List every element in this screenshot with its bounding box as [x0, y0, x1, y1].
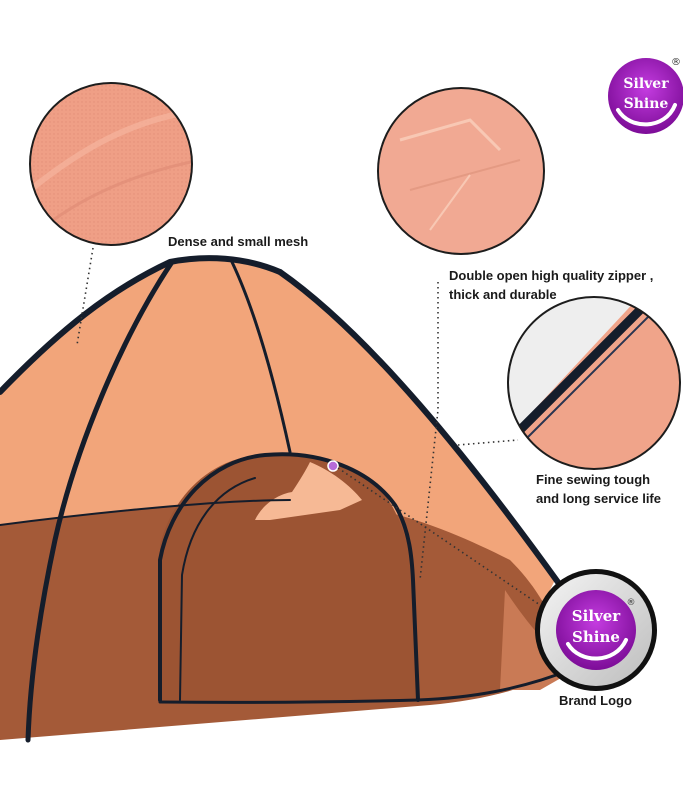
tent-floor-seam — [0, 499, 291, 526]
logo-detail-word1: Silver — [572, 607, 621, 625]
brand-logo-corner: Silver Shine ® — [608, 57, 683, 134]
tent-door-inner-edge — [179, 477, 256, 701]
zipper-callout-line2: thick and durable — [449, 287, 557, 302]
callout-line-sewing — [457, 439, 519, 446]
logo-detail-registered: ® — [627, 598, 636, 608]
tent-base-line — [158, 666, 577, 704]
callout-line-brand — [337, 467, 541, 606]
callout-line-mesh — [76, 247, 94, 346]
tent-outline-right — [277, 269, 563, 588]
tent-logo-badge — [327, 460, 339, 472]
tent-outline-left — [0, 255, 283, 395]
zipper-callout-label: Double open high quality zipper , thick … — [449, 266, 653, 304]
sewing-callout-line2: and long service life — [536, 491, 661, 506]
sewing-callout-line1: Fine sewing tough — [536, 472, 651, 487]
logo-corner-registered: ® — [671, 57, 681, 68]
brand-logo-label: Brand Logo — [559, 693, 632, 708]
sewing-callout-label: Fine sewing tough and long service life — [536, 470, 661, 508]
mesh-detail-circle — [29, 82, 193, 246]
callout-lines — [76, 247, 541, 606]
tent-frame-pole-center — [230, 260, 292, 454]
tent-door-window — [255, 462, 362, 520]
logo-corner-word1: Silver — [623, 76, 669, 92]
logo-detail-word2: Shine — [572, 628, 620, 646]
tent-frame-pole-left — [25, 259, 175, 743]
logo-corner-word2: Shine — [624, 96, 669, 112]
mesh-callout-label: Dense and small mesh — [168, 234, 309, 249]
tent-door-frame — [158, 452, 420, 702]
brand-logo-detail: Silver Shine ® — [535, 569, 657, 691]
zipper-callout-line1: Double open high quality zipper , — [449, 268, 654, 283]
tent-door-panel — [160, 454, 418, 702]
zipper-detail-circle — [377, 87, 545, 255]
tent — [0, 255, 577, 743]
sewing-detail-circle — [507, 296, 681, 470]
